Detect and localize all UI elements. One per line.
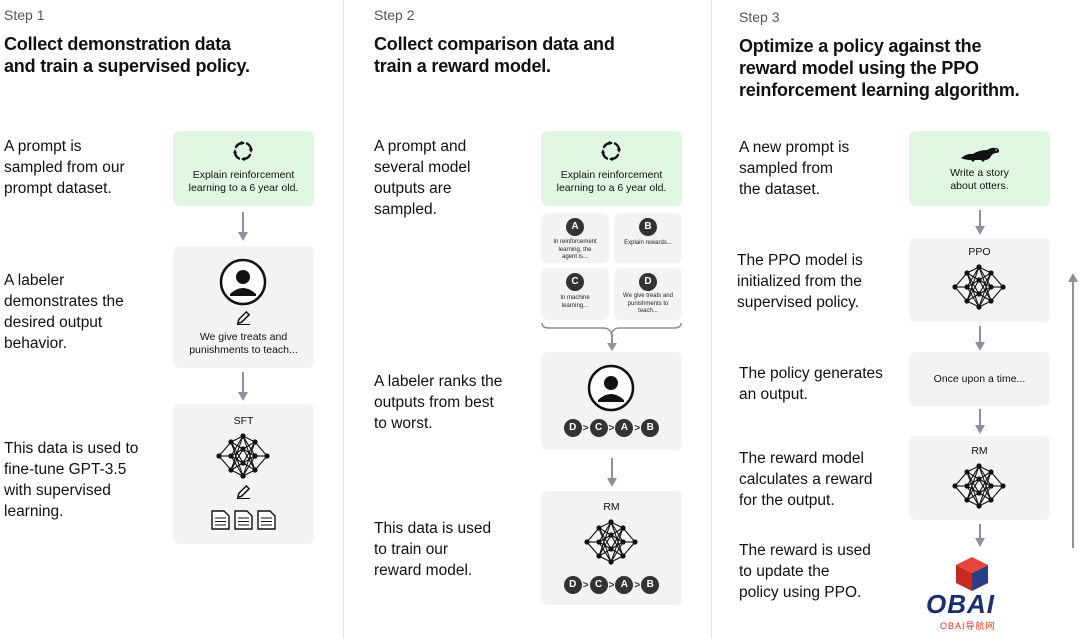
step-3-description-generate: The policy generates an output. bbox=[739, 365, 883, 403]
down-arrow-icon bbox=[607, 458, 617, 487]
output-card-b: B Explain rewards... bbox=[614, 213, 682, 263]
down-arrow-icon bbox=[975, 409, 985, 434]
refresh-cycle-icon bbox=[601, 141, 621, 161]
step-3-description-prompt: A new prompt is sampled from the dataset… bbox=[739, 139, 850, 198]
neural-network-icon bbox=[952, 463, 1006, 509]
step-2-description-rank: A labeler ranks the outputs from best to… bbox=[374, 373, 503, 432]
step-1-description-labeler: A labeler demonstrates the desired outpu… bbox=[4, 272, 124, 352]
step-3-prompt-text: Write a story about otters. bbox=[950, 167, 1009, 192]
down-arrow-icon bbox=[238, 372, 248, 401]
step-2-prompt-text: Explain reinforcement learning to a 6 ye… bbox=[556, 169, 667, 194]
rank-badge: D bbox=[563, 419, 582, 437]
step-2-description-sample: A prompt and several model outputs are s… bbox=[374, 138, 471, 218]
output-card-a: A In reinforcement learning, the agent i… bbox=[541, 213, 609, 263]
down-arrow-icon bbox=[975, 524, 985, 547]
output-badge: A bbox=[566, 218, 584, 236]
down-arrow-icon bbox=[238, 212, 248, 241]
otter-icon bbox=[961, 147, 999, 162]
step-2-prompt-card: Explain reinforcement learning to a 6 ye… bbox=[541, 131, 682, 206]
down-arrow-icon bbox=[607, 334, 617, 351]
rank-badge: C bbox=[589, 419, 608, 437]
step-3-output-card: Once upon a time... bbox=[909, 352, 1050, 406]
watermark-subtitle: OBAI导航网 bbox=[940, 621, 996, 631]
step-3-description-ppo-init: The PPO model is initialized from the su… bbox=[737, 252, 863, 311]
labeler-avatar-icon bbox=[219, 258, 267, 306]
ranking-row: D>C>A>B bbox=[541, 419, 682, 437]
step-1-title: Collect demonstration data and train a s… bbox=[4, 34, 250, 76]
step-3-label: Step 3 bbox=[739, 9, 780, 25]
ranking-row: D>C>A>B bbox=[541, 576, 682, 594]
down-arrow-icon bbox=[975, 326, 985, 351]
step-2-description-train: This data is used to train our reward mo… bbox=[374, 520, 492, 579]
rank-badge: A bbox=[615, 419, 634, 437]
step-1-sft-card: SFT bbox=[173, 404, 314, 544]
step-3-description-update: The reward is used to update the policy … bbox=[739, 542, 871, 601]
step-2-column: Step 2 Collect comparison data and train… bbox=[344, 0, 711, 639]
step-1-column: Step 1 Collect demonstration data and tr… bbox=[0, 0, 343, 639]
step-3-rm-card: RM bbox=[909, 436, 1050, 520]
output-badge: B bbox=[639, 218, 657, 236]
step-3-title: Optimize a policy against the reward mod… bbox=[739, 36, 1020, 100]
refresh-cycle-icon bbox=[233, 141, 253, 161]
step-1-description-prompt: A prompt is sampled from our prompt data… bbox=[4, 138, 125, 197]
column-divider bbox=[711, 0, 712, 639]
step-3-prompt-card: Write a story about otters. bbox=[909, 131, 1050, 206]
output-badge: C bbox=[566, 273, 584, 291]
ppo-model-label: PPO bbox=[968, 246, 991, 258]
neural-network-icon bbox=[216, 433, 270, 479]
step-3-description-reward: The reward model calculates a reward for… bbox=[739, 450, 873, 509]
sft-model-label: SFT bbox=[233, 415, 254, 427]
rank-badge: D bbox=[563, 576, 582, 594]
step-1-prompt-text: Explain reinforcement learning to a 6 ye… bbox=[188, 169, 299, 194]
watermark-brand: OBAI bbox=[926, 589, 995, 619]
rank-badge: C bbox=[589, 576, 608, 594]
output-text: In reinforcement learning, the agent is.… bbox=[553, 239, 597, 260]
documents-icon bbox=[211, 510, 276, 530]
neural-network-icon bbox=[952, 264, 1006, 310]
step-2-title: Collect comparison data and train a rewa… bbox=[374, 34, 615, 76]
pencil-icon bbox=[236, 310, 251, 325]
cube-logo-icon bbox=[956, 557, 988, 591]
rank-badge: B bbox=[641, 419, 660, 437]
column-divider bbox=[343, 0, 344, 639]
step-2-label: Step 2 bbox=[374, 7, 415, 23]
labeler-avatar-icon bbox=[587, 364, 635, 412]
step-1-labeler-card: We give treats and punishments to teach.… bbox=[173, 246, 314, 368]
step-1-prompt-card: Explain reinforcement learning to a 6 ye… bbox=[173, 131, 314, 206]
output-text: We give treats and punishments to teach.… bbox=[623, 293, 673, 314]
rank-badge: A bbox=[615, 576, 634, 594]
pencil-icon bbox=[236, 484, 251, 499]
policy-output-text: Once upon a time... bbox=[933, 373, 1026, 385]
neural-network-icon bbox=[584, 519, 638, 565]
output-text: Explain rewards... bbox=[624, 240, 672, 246]
step-1-description-finetune: This data is used to fine-tune GPT-3.5 w… bbox=[4, 440, 139, 520]
step-1-label: Step 1 bbox=[4, 7, 45, 23]
step-1-demo-text: We give treats and punishments to teach.… bbox=[189, 331, 298, 356]
rm-model-label: RM bbox=[971, 445, 988, 457]
feedback-up-arrow-icon bbox=[1068, 273, 1078, 548]
step-3-ppo-card: PPO bbox=[909, 238, 1050, 322]
output-text: In machine learning... bbox=[560, 295, 590, 309]
step-3-column: Step 3 Optimize a policy against the rew… bbox=[712, 0, 1080, 639]
step-2-ranking-card: D>C>A>B bbox=[541, 352, 682, 450]
output-card-d: D We give treats and punishments to teac… bbox=[614, 268, 682, 320]
rank-badge: B bbox=[641, 576, 660, 594]
output-badge: D bbox=[639, 273, 657, 291]
step-2-rm-card: RM D>C>A>B bbox=[541, 491, 682, 605]
output-card-c: C In machine learning... bbox=[541, 268, 609, 320]
down-arrow-icon bbox=[975, 210, 985, 235]
rm-model-label: RM bbox=[603, 501, 620, 513]
